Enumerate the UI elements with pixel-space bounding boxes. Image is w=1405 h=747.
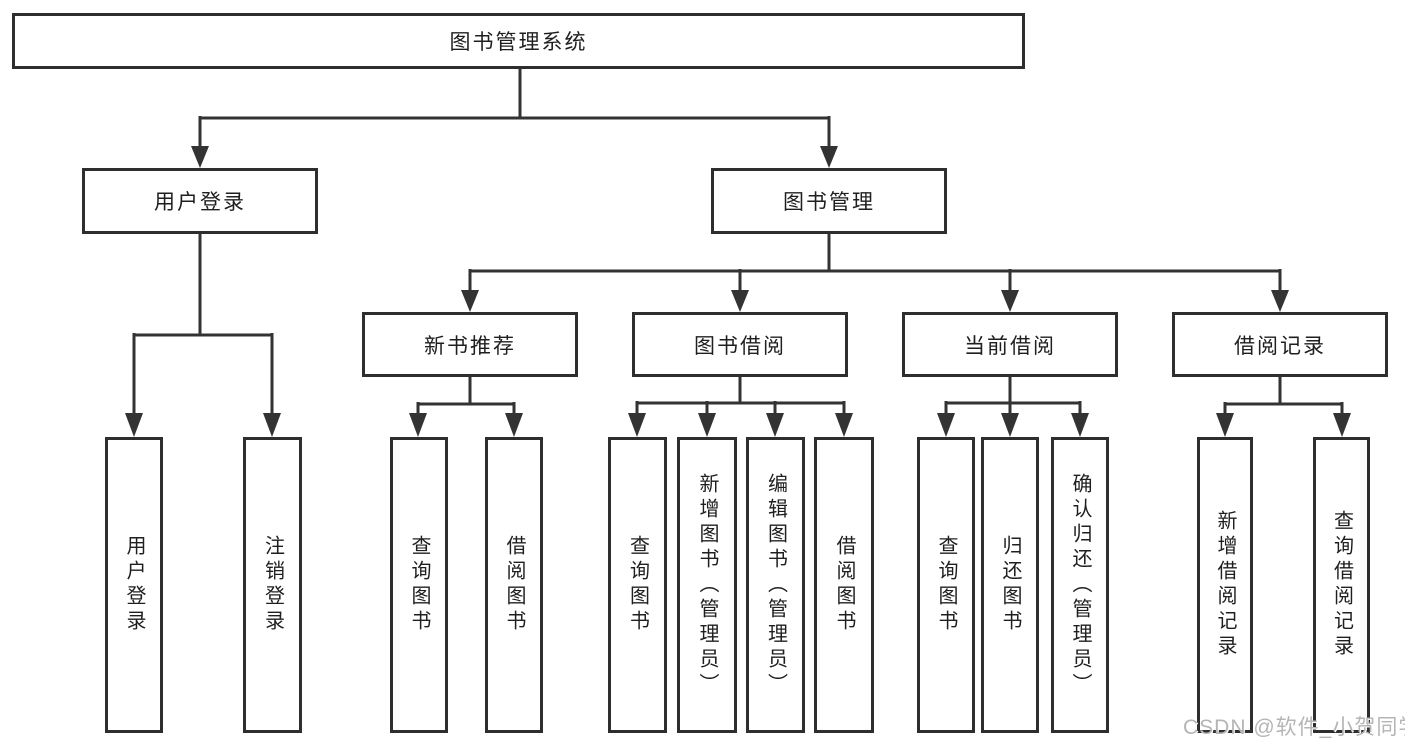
leaf-query-books-2: 查询图书 xyxy=(608,437,667,733)
node-borrow-records-label: 借阅记录 xyxy=(1234,334,1326,358)
leaf-add-books-admin-label: 新增图书（管理员） xyxy=(696,472,718,698)
leaf-query-books-3: 查询图书 xyxy=(917,437,975,733)
leaf-return-books-label: 归还图书 xyxy=(999,535,1021,635)
node-borrow-records: 借阅记录 xyxy=(1172,312,1388,377)
leaf-query-books-1-label: 查询图书 xyxy=(408,535,430,635)
node-root-label: 图书管理系统 xyxy=(449,31,588,54)
leaf-add-books-admin: 新增图书（管理员） xyxy=(677,437,737,733)
leaf-query-borrow-record: 查询借阅记录 xyxy=(1313,437,1370,733)
leaf-borrow-books-1-label: 借阅图书 xyxy=(503,535,525,635)
node-book-management: 图书管理 xyxy=(711,168,947,234)
node-user-login-label: 用户登录 xyxy=(154,191,246,214)
leaf-user-login-label: 用户登录 xyxy=(123,535,145,635)
leaf-borrow-books-2: 借阅图书 xyxy=(814,437,874,733)
leaf-logout: 注销登录 xyxy=(243,437,302,733)
node-user-login: 用户登录 xyxy=(82,168,318,234)
leaf-query-books-1: 查询图书 xyxy=(390,437,448,733)
node-book-borrow: 图书借阅 xyxy=(632,312,848,377)
node-book-borrow-label: 图书借阅 xyxy=(694,334,786,358)
node-new-book-recommend-label: 新书推荐 xyxy=(424,334,516,358)
leaf-add-borrow-record-label: 新增借阅记录 xyxy=(1214,510,1236,660)
arrowhead-icons xyxy=(125,146,1351,437)
node-current-borrow-label: 当前借阅 xyxy=(964,334,1056,358)
leaf-query-books-3-label: 查询图书 xyxy=(935,535,957,635)
leaf-confirm-return-admin-label: 确认归还（管理员） xyxy=(1069,472,1091,698)
node-new-book-recommend: 新书推荐 xyxy=(362,312,578,377)
node-book-management-label: 图书管理 xyxy=(783,191,875,214)
leaf-return-books: 归还图书 xyxy=(981,437,1039,733)
leaf-add-borrow-record: 新增借阅记录 xyxy=(1197,437,1253,733)
leaf-user-login: 用户登录 xyxy=(105,437,163,733)
node-root: 图书管理系统 xyxy=(12,13,1025,69)
watermark: CSDN @软件_小贺同学 xyxy=(1183,716,1405,739)
leaf-edit-books-admin: 编辑图书（管理员） xyxy=(746,437,805,733)
leaf-confirm-return-admin: 确认归还（管理员） xyxy=(1051,437,1109,733)
leaf-query-borrow-record-label: 查询借阅记录 xyxy=(1330,510,1353,660)
leaf-query-books-2-label: 查询图书 xyxy=(626,535,649,635)
leaf-logout-label: 注销登录 xyxy=(261,535,284,635)
leaf-edit-books-admin-label: 编辑图书（管理员） xyxy=(764,472,787,698)
node-current-borrow: 当前借阅 xyxy=(902,312,1118,377)
leaf-borrow-books-1: 借阅图书 xyxy=(485,437,543,733)
leaf-borrow-books-2-label: 借阅图书 xyxy=(833,535,855,635)
